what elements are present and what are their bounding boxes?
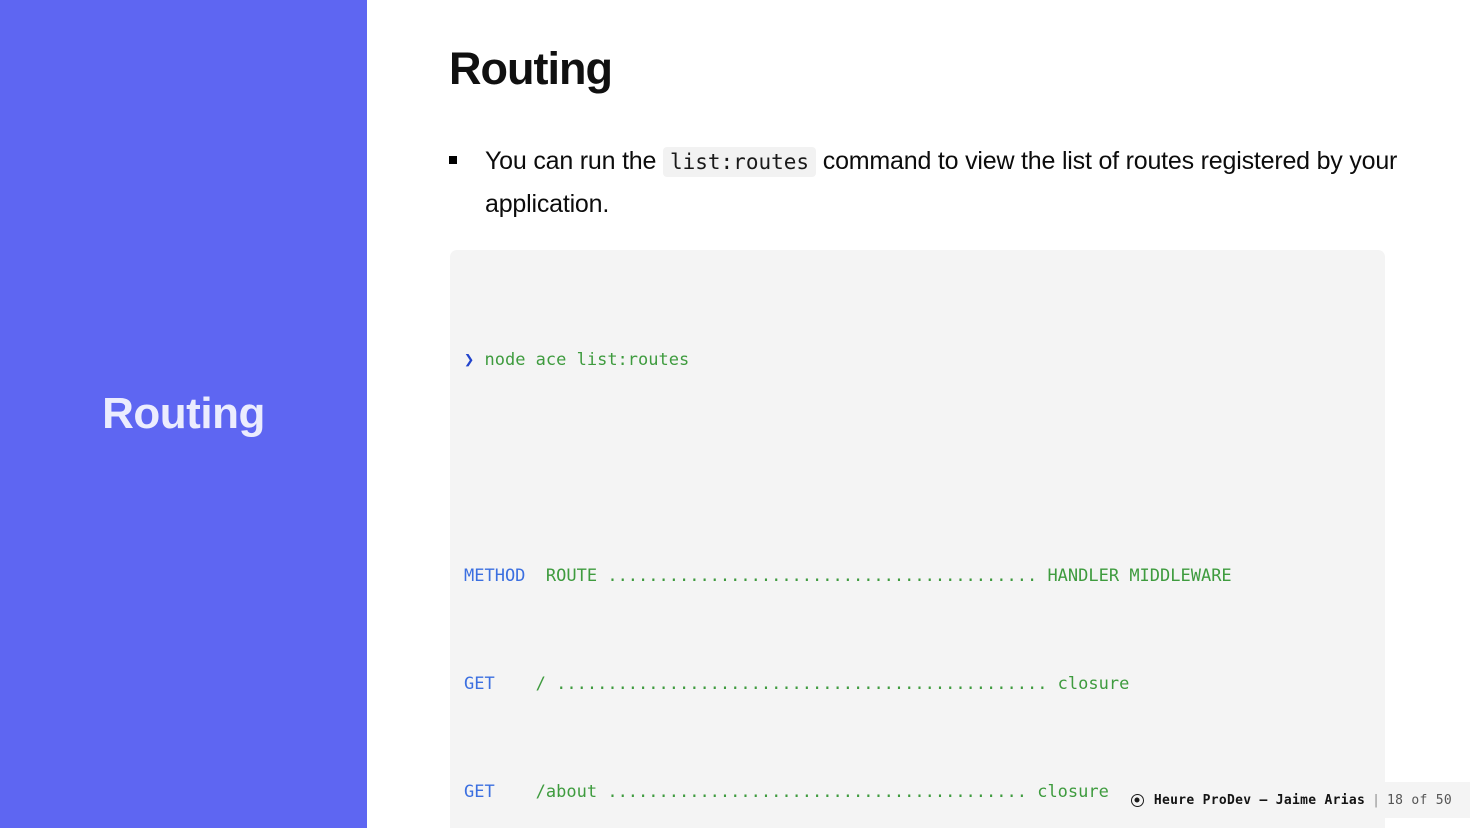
bullet-text-before: You can run the [485, 147, 663, 175]
route-path: / [535, 674, 546, 694]
shell-prompt-icon: ❯ [464, 350, 475, 370]
code-line-blank [464, 455, 1371, 482]
sidebar-section-title: Routing [102, 389, 265, 438]
route-method: GET [464, 674, 495, 694]
bullet-list: You can run the list:routes command to v… [449, 140, 1419, 225]
footer-badge: Heure ProDev — Jaime Arias | 18 of 50 [1108, 782, 1470, 818]
footer-separator: | [1372, 792, 1380, 808]
route-method: GET [464, 782, 495, 802]
code-header-dots: ........................................… [597, 566, 1038, 586]
code-line-route: GET / ..................................… [464, 671, 1371, 698]
route-gap [495, 674, 536, 694]
code-header-handler: HANDLER MIDDLEWARE [1037, 566, 1232, 586]
footer-page-number: 18 of 50 [1386, 792, 1452, 808]
page-title: Routing [449, 43, 613, 94]
code-line-command: ❯ node ace list:routes [464, 347, 1371, 374]
record-circle-icon [1130, 793, 1144, 807]
bullet-text: You can run the list:routes command to v… [485, 140, 1419, 225]
terminal-code-block: ❯ node ace list:routes METHOD ROUTE ....… [450, 250, 1385, 828]
route-gap [495, 782, 536, 802]
list-item: You can run the list:routes command to v… [449, 140, 1419, 225]
code-header-route: ROUTE [545, 566, 598, 586]
footer-author: Heure ProDev — Jaime Arias [1153, 792, 1366, 808]
sidebar: Routing [0, 0, 367, 828]
code-line-route: GET /about .............................… [464, 779, 1371, 806]
inline-code-chip: list:routes [662, 147, 817, 177]
code-header-method: METHOD [464, 566, 526, 586]
route-handler: closure [1026, 782, 1109, 802]
route-dots: ........................................… [545, 674, 1048, 694]
code-line-header: METHOD ROUTE ...........................… [464, 563, 1371, 590]
route-dots: ........................................… [597, 782, 1027, 802]
slide-main-content: Routing You can run the list:routes comm… [367, 0, 1470, 828]
code-command: node ace list:routes [484, 350, 690, 370]
bullet-square-icon [449, 156, 457, 164]
route-path: /about [535, 782, 598, 802]
route-handler: closure [1047, 674, 1130, 694]
bullet-text-after: command to view the list of routes regis… [485, 147, 1398, 218]
